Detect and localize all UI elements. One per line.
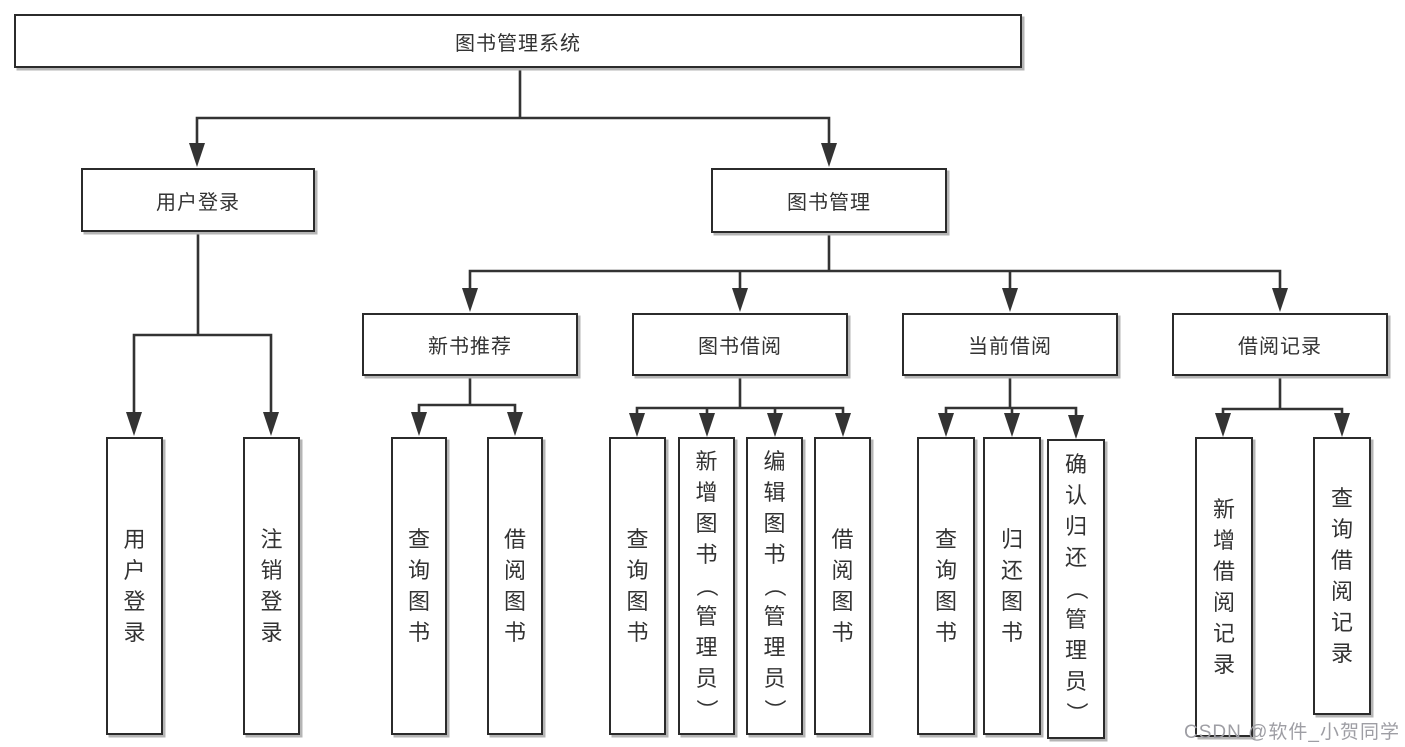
node-new-book-recommendation-label: 新书推荐 (428, 336, 512, 358)
leaf-cb-return-books-label: 归还图书 (1000, 526, 1023, 645)
leaf-user-login-label: 用户登录 (123, 526, 146, 645)
node-borrowing-records: 借阅记录 (1172, 313, 1388, 376)
leaf-bb-add-books-admin-label: 新增图书（管理员） (694, 449, 720, 722)
node-current-borrowing-label: 当前借阅 (968, 336, 1052, 358)
leaf-bb-borrow-books-label: 借阅图书 (831, 526, 854, 645)
leaf-bb-query-books-label: 查询图书 (626, 526, 649, 645)
leaf-cb-confirm-return-admin: 确认归还（管理员） (1047, 439, 1105, 739)
leaf-cb-confirm-return-admin-label: 确认归还（管理员） (1063, 452, 1089, 725)
node-root: 图书管理系统 (14, 14, 1022, 68)
node-root-label: 图书管理系统 (455, 32, 581, 55)
node-current-borrowing: 当前借阅 (902, 313, 1118, 376)
leaf-user-login: 用户登录 (106, 437, 163, 735)
leaf-logout: 注销登录 (243, 437, 300, 735)
leaf-bb-add-books-admin: 新增图书（管理员） (678, 437, 735, 735)
node-book-borrowing-label: 图书借阅 (698, 336, 782, 358)
watermark: CSDN @软件_小贺同学 (1184, 722, 1400, 743)
node-book-management-label: 图书管理 (787, 192, 871, 214)
node-user-login-label: 用户登录 (156, 191, 240, 214)
node-book-management: 图书管理 (711, 168, 947, 233)
leaf-cb-query-books-label: 查询图书 (934, 526, 957, 645)
leaf-nb-borrow-books: 借阅图书 (487, 437, 543, 735)
leaf-bb-edit-books-admin: 编辑图书（管理员） (746, 437, 803, 735)
leaf-nb-query-books-label: 查询图书 (407, 526, 430, 645)
leaf-br-add-record-label: 新增借阅记录 (1212, 496, 1235, 677)
leaf-nb-borrow-books-label: 借阅图书 (503, 526, 526, 645)
leaf-nb-query-books: 查询图书 (391, 437, 447, 735)
node-user-login: 用户登录 (81, 168, 315, 232)
leaf-bb-borrow-books: 借阅图书 (814, 437, 871, 735)
leaf-bb-query-books: 查询图书 (609, 437, 666, 735)
leaf-br-query-record-label: 查询借阅记录 (1330, 485, 1353, 666)
leaf-bb-edit-books-admin-label: 编辑图书（管理员） (762, 449, 788, 722)
leaf-cb-query-books: 查询图书 (917, 437, 975, 735)
leaf-cb-return-books: 归还图书 (983, 437, 1041, 735)
node-borrowing-records-label: 借阅记录 (1238, 336, 1322, 358)
leaf-br-query-record: 查询借阅记录 (1313, 437, 1371, 715)
leaf-logout-label: 注销登录 (260, 526, 283, 645)
node-new-book-recommendation: 新书推荐 (362, 313, 578, 376)
leaf-br-add-record: 新增借阅记录 (1195, 437, 1253, 737)
node-book-borrowing: 图书借阅 (632, 313, 848, 376)
